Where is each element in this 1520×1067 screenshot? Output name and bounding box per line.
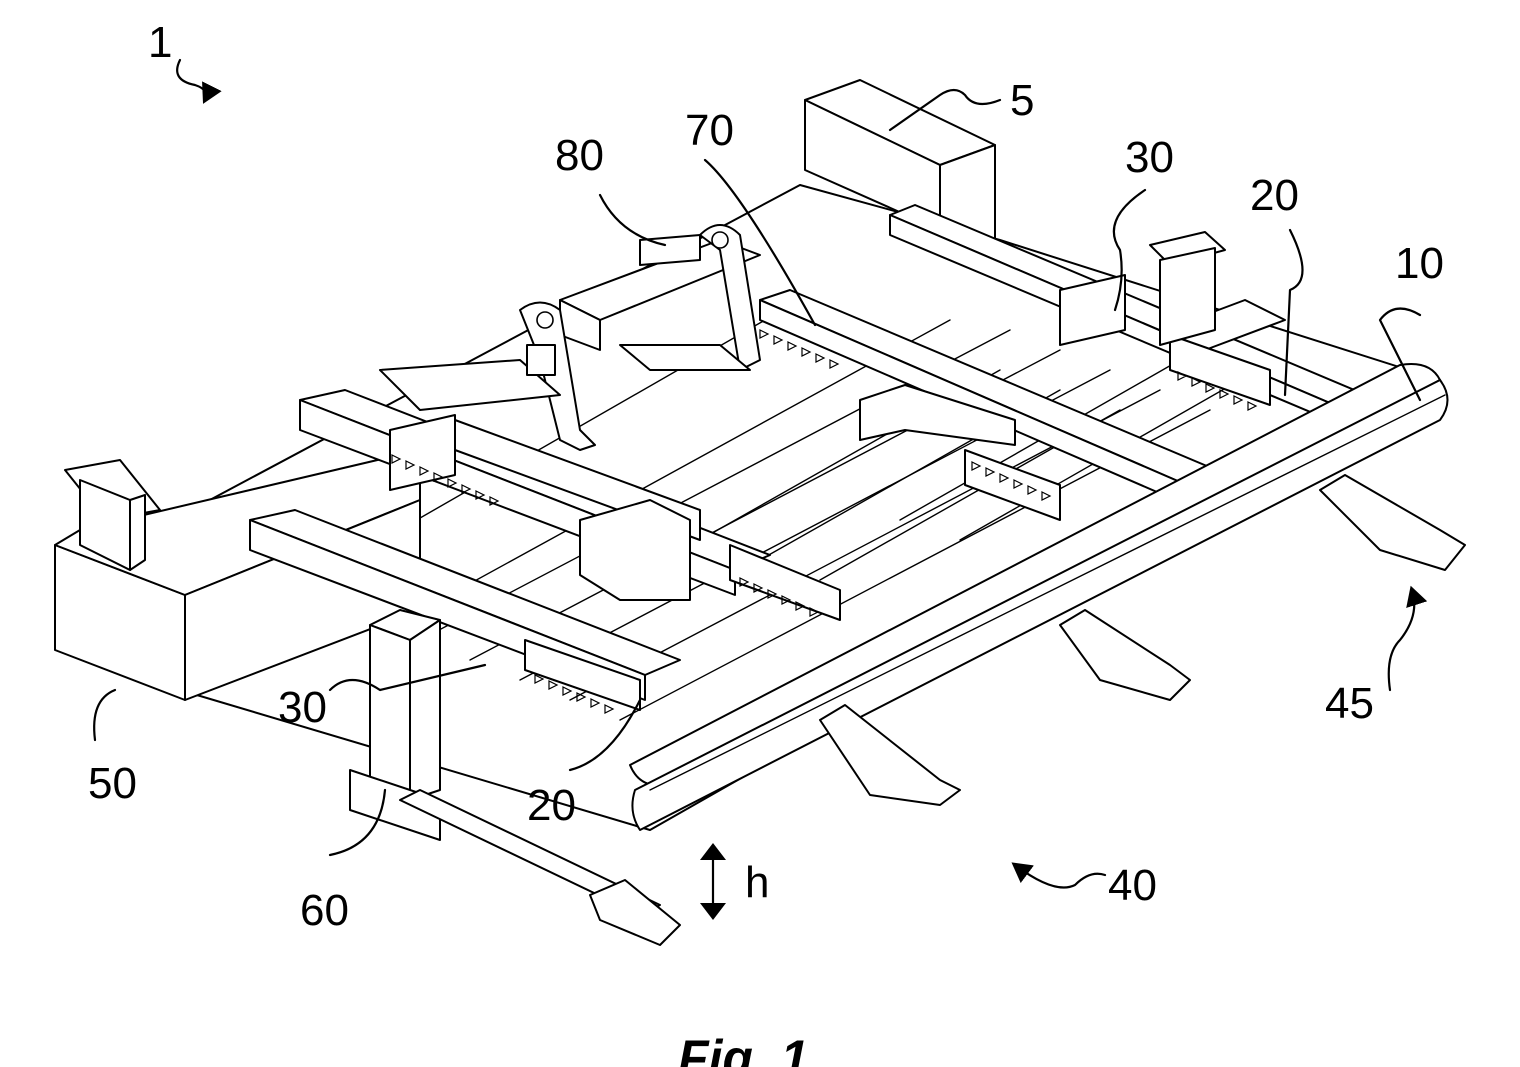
label-left-box: 50 bbox=[88, 759, 137, 808]
label-post: 60 bbox=[300, 886, 349, 935]
label-lifting-frame: 80 bbox=[555, 131, 604, 180]
label-assembly: 1 bbox=[148, 18, 172, 67]
label-foot-end: 45 bbox=[1325, 679, 1374, 728]
curved-arrow-icon bbox=[177, 60, 206, 100]
right-post bbox=[1150, 232, 1225, 345]
label-top-box: 5 bbox=[1010, 76, 1034, 125]
label-rail-left: 20 bbox=[527, 781, 576, 830]
label-center-beam: 70 bbox=[685, 106, 734, 155]
label-height: h bbox=[745, 858, 769, 907]
label-rail-right: 20 bbox=[1250, 171, 1299, 220]
label-arm-left: 30 bbox=[278, 683, 327, 732]
label-arm-right: 30 bbox=[1125, 133, 1174, 182]
label-base: 40 bbox=[1108, 861, 1157, 910]
label-rail-front: 10 bbox=[1395, 239, 1444, 288]
figure-caption: Fig. 1 bbox=[678, 1030, 809, 1067]
